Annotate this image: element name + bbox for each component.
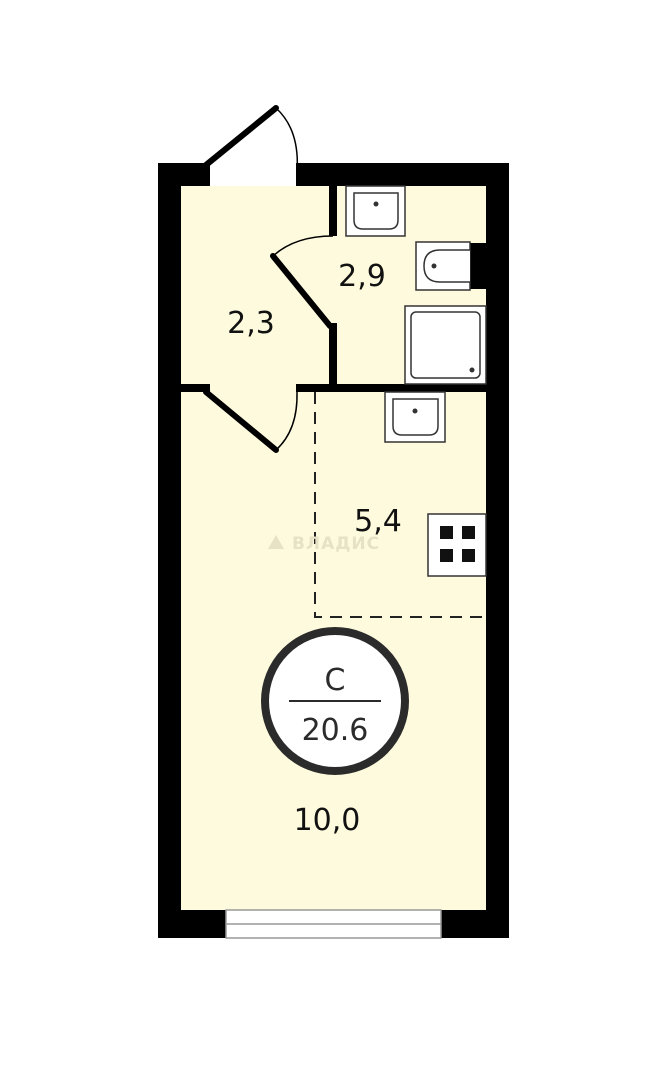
kitchen-sink-icon (384, 391, 446, 443)
living-area-label: 10,0 (294, 803, 361, 838)
toilet-icon (415, 241, 486, 291)
bathroom-area-label: 2,9 (338, 259, 386, 294)
apartment-type-label: С (325, 663, 346, 698)
watermark-logo-icon (268, 535, 284, 549)
window-icon (225, 909, 442, 939)
shower-tray-icon (404, 305, 487, 385)
watermark-text: ВЛАДИС (292, 534, 380, 554)
bathroom-door-icon (270, 235, 334, 329)
watermark: ВЛАДИС (268, 534, 380, 554)
sink-icon (345, 185, 406, 237)
interior-walls (180, 186, 486, 392)
room-door-icon (203, 389, 298, 453)
exterior-walls (158, 163, 509, 938)
apartment-badge: С 20.6 (261, 627, 409, 775)
hall-area-label: 2,3 (227, 306, 275, 341)
entry-door-icon (203, 105, 299, 173)
kitchen-zone-boundary (314, 392, 486, 618)
stove-icon (427, 513, 487, 577)
total-area-label: 20.6 (302, 713, 369, 748)
kitchen-area-label: 5,4 (354, 504, 402, 539)
